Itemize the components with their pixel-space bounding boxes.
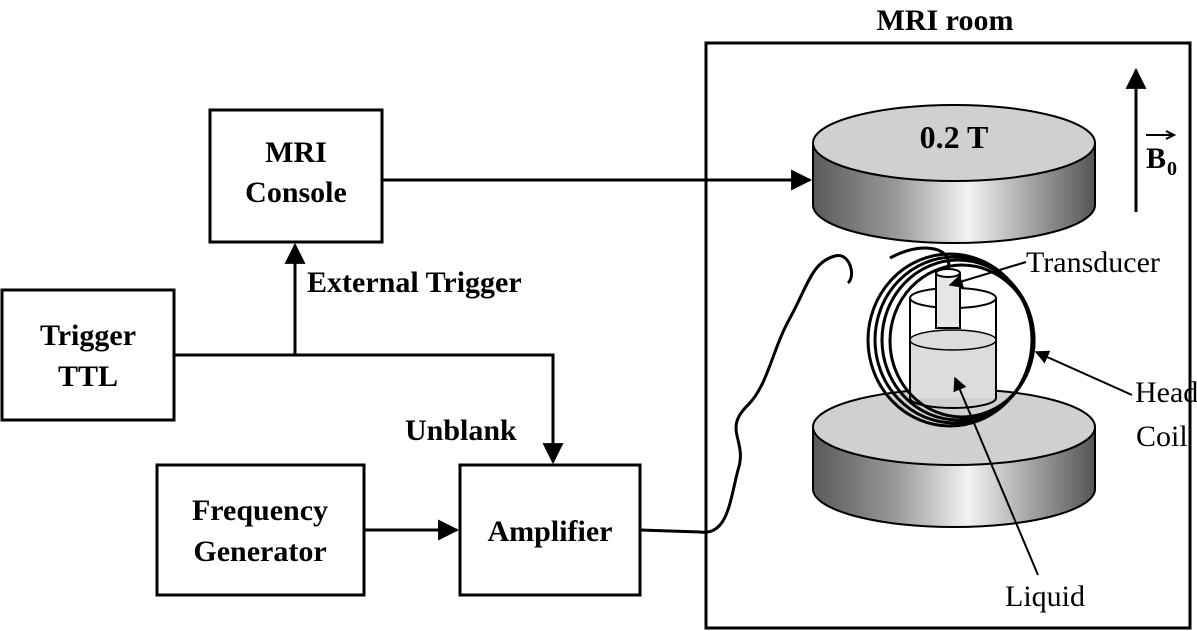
trigger-ttl-block: Trigger TTL <box>0 288 176 422</box>
unblank-label: Unblank <box>405 414 517 447</box>
mri-console-label-line2: Console <box>245 176 347 209</box>
ttl-output-line <box>174 353 564 465</box>
b0-field-label: B 0 <box>1146 130 1177 180</box>
mri-console-block: MRI Console <box>208 108 384 244</box>
external-trigger-label: External Trigger <box>307 266 522 299</box>
upper-magnet-pole: 0.2 T <box>812 104 1096 244</box>
head-coil-label-line2: Coil <box>1136 420 1188 453</box>
mri-room-title: MRI room <box>877 4 1014 37</box>
trigger-ttl-label-line2: TTL <box>58 360 118 393</box>
transducer-label: Transducer <box>1026 246 1160 279</box>
amplifier-label: Amplifier <box>488 515 613 548</box>
frequency-generator-label-line1: Frequency <box>192 494 328 527</box>
b0-symbol: B <box>1146 142 1166 175</box>
transducer-pointer <box>948 261 1027 289</box>
head-coil <box>866 252 1036 428</box>
head-coil-label-line1: Head <box>1135 376 1197 409</box>
liquid-pointer <box>953 376 1039 576</box>
amplifier-block: Amplifier <box>458 463 642 597</box>
field-strength-label: 0.2 T <box>920 119 989 155</box>
frequency-generator-label-line2: Generator <box>193 535 326 568</box>
frequency-generator-block: Frequency Generator <box>155 463 366 597</box>
transducer <box>935 268 961 329</box>
liquid-label: Liquid <box>1005 580 1085 613</box>
trigger-ttl-label-line1: Trigger <box>40 319 136 352</box>
amplifier-to-coil-cable <box>639 246 951 534</box>
head-coil-pointer <box>1034 350 1133 396</box>
lower-magnet-pole <box>812 388 1096 528</box>
mri-console-label-line1: MRI <box>265 136 327 169</box>
mri-room-boundary <box>704 41 1192 630</box>
b0-subscript: 0 <box>1167 158 1177 180</box>
